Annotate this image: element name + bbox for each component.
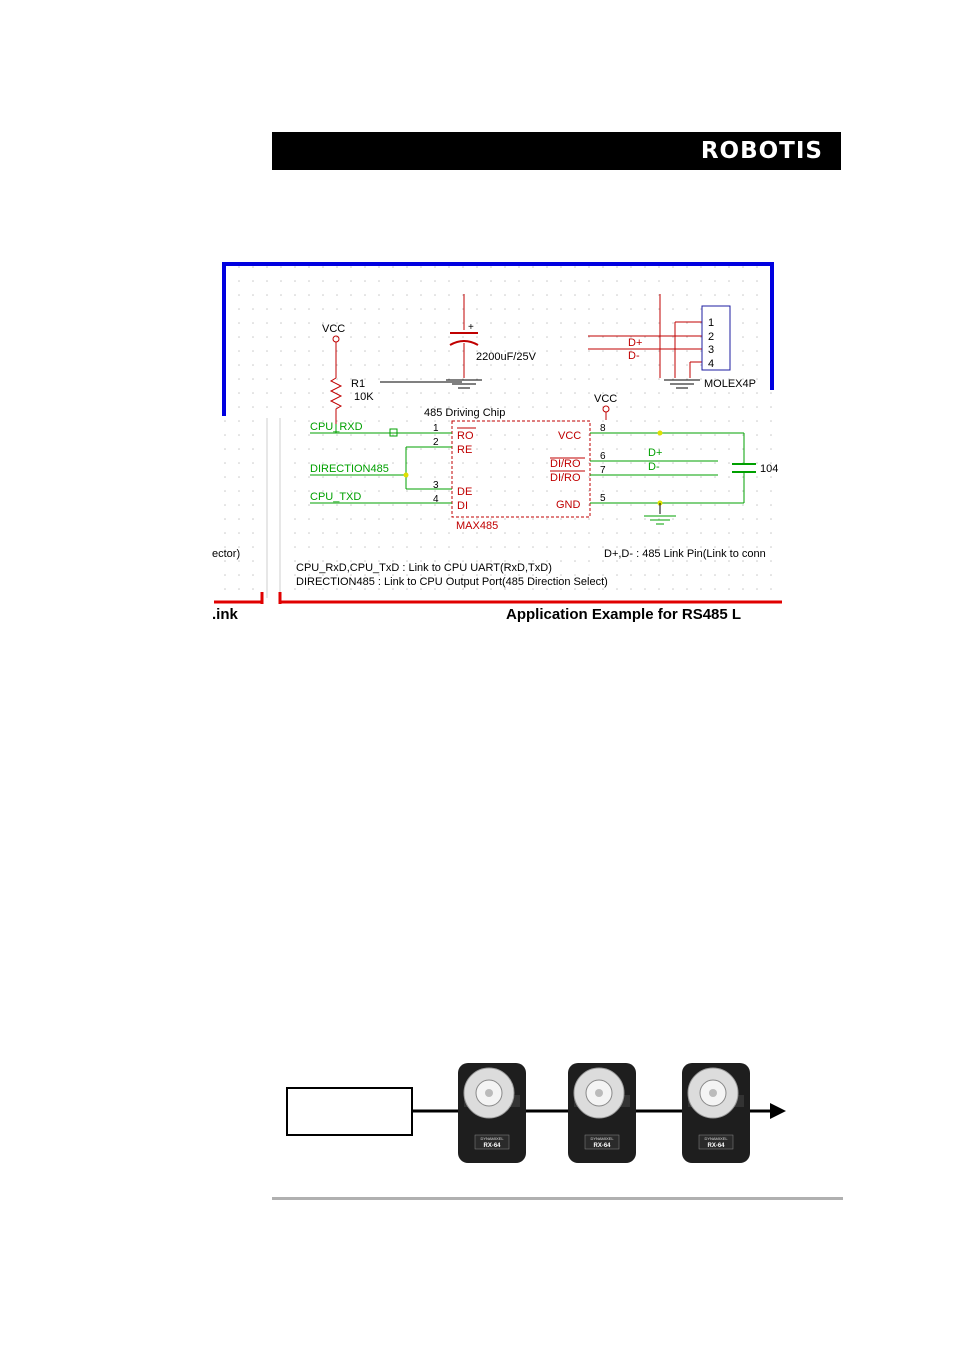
signal-cpu-txd: CPU_TXD <box>310 491 361 503</box>
cap-plate-bottom <box>449 340 479 346</box>
bus-arrow-head <box>770 1103 786 1119</box>
servo-1: DYNAMIXEL RX-64 <box>458 1063 526 1163</box>
pin-re: RE <box>457 444 472 456</box>
pin-ro: RO <box>457 430 474 442</box>
pin-gnd: GND <box>556 499 581 511</box>
servo-2-model: RX-64 <box>593 1143 611 1149</box>
page-header-bar: ROBOTIS <box>272 132 841 170</box>
servo-chain-diagram: DYNAMIXEL RX-64 DYNAMIXEL RX-64 DYNAMIXE… <box>286 1063 786 1163</box>
servo-1-model: RX-64 <box>483 1143 501 1149</box>
schematic-title-right: Application Example for RS485 L <box>506 606 741 623</box>
vcc-left-label: VCC <box>322 323 345 335</box>
note-cpu-uart: CPU_RxD,CPU_TxD : Link to CPU UART(RxD,T… <box>296 562 552 574</box>
pin-vcc: VCC <box>558 430 581 442</box>
note-direction: DIRECTION485 : Link to CPU Output Port(4… <box>296 576 608 588</box>
grid-area-lower <box>284 418 780 598</box>
rs485-schematic: VCC R1 10K + 2200uF/25V D+ D- 1 2 3 4 MO… <box>212 262 782 623</box>
pin-num-3: 3 <box>433 480 439 491</box>
pin-di-ro-1: DI/RO <box>550 458 581 470</box>
conn-pin-4: 4 <box>708 358 714 370</box>
chip-part: MAX485 <box>456 520 498 532</box>
note-left-fragment: ector) <box>212 548 240 560</box>
chip-title: 485 Driving Chip <box>424 407 505 419</box>
junction-dot-direction <box>403 472 409 478</box>
cap-104-label: 104 <box>760 463 778 475</box>
pin-de: DE <box>457 486 472 498</box>
conn-pin-3: 3 <box>708 344 714 356</box>
note-link-pin: D+,D- : 485 Link Pin(Link to conn <box>604 548 766 560</box>
cap-value: 2200uF/25V <box>476 351 537 363</box>
r1-value: 10K <box>354 391 374 403</box>
vcc-right-label: VCC <box>594 393 617 405</box>
connector-molex4p <box>701 305 731 371</box>
signal-direction485: DIRECTION485 <box>310 463 389 475</box>
robotis-logo: ROBOTIS <box>700 138 823 164</box>
servo-1-brand: DYNAMIXEL <box>480 1136 504 1141</box>
servo-3: DYNAMIXEL RX-64 <box>682 1063 750 1163</box>
grid-area-upper <box>224 266 772 416</box>
ground-symbol-cap <box>446 379 482 389</box>
conn-d-plus: D+ <box>628 337 642 349</box>
conn-pin-1: 1 <box>708 317 714 329</box>
footer-rule <box>272 1197 843 1200</box>
pin-num-7: 7 <box>600 465 606 476</box>
pin-num-8: 8 <box>600 423 606 434</box>
pin-num-5: 5 <box>600 493 606 504</box>
junction-dot-vcc <box>657 430 663 436</box>
junction-box <box>389 428 398 437</box>
ground-symbol-connector <box>664 379 700 389</box>
servo-3-model: RX-64 <box>707 1143 725 1149</box>
grid-area-left-fragment <box>214 418 262 598</box>
link-d-minus: D- <box>648 461 660 473</box>
schematic-title-left: .ink <box>212 606 238 623</box>
link-d-plus: D+ <box>648 447 662 459</box>
servo-2-brand: DYNAMIXEL <box>590 1136 614 1141</box>
servo-3-brand: DYNAMIXEL <box>704 1136 728 1141</box>
servo-2: DYNAMIXEL RX-64 <box>568 1063 636 1163</box>
ground-symbol-chip <box>644 515 676 525</box>
pin-num-6: 6 <box>600 451 606 462</box>
cap-plus: + <box>468 322 474 333</box>
controller-box <box>286 1087 413 1136</box>
pin-num-2: 2 <box>433 437 439 448</box>
max485-chip <box>451 420 591 518</box>
conn-d-minus: D- <box>628 350 640 362</box>
pin-di: DI <box>457 500 468 512</box>
frame-border-upper <box>222 262 774 416</box>
pin-di-ro-2: DI/RO <box>550 472 581 484</box>
conn-pin-2: 2 <box>708 331 714 343</box>
resistor-r1 <box>329 377 343 424</box>
pin-num-4: 4 <box>433 494 439 505</box>
connector-name: MOLEX4P <box>704 378 756 390</box>
pin-num-1: 1 <box>433 423 439 434</box>
r1-name: R1 <box>351 378 365 390</box>
